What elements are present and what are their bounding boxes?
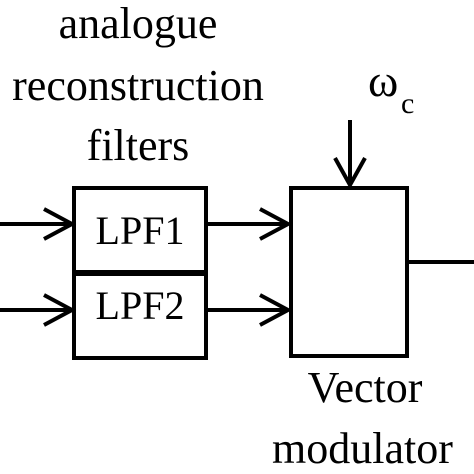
- lpf2-label: LPF2: [96, 283, 185, 328]
- modulator-label-line-2: modulator: [272, 424, 453, 473]
- modulator-label-line-1: Vector: [308, 363, 423, 412]
- input-arrow-1: [0, 207, 77, 241]
- caption-line-3: filters: [87, 121, 190, 170]
- vector-modulator-block: [289, 186, 409, 358]
- carrier-omega: ω: [368, 55, 398, 106]
- input-arrow-2: [0, 293, 77, 327]
- caption-line-2: reconstruction: [12, 61, 264, 110]
- lpf2-block: [72, 272, 208, 360]
- carrier-subscript: c: [401, 87, 414, 120]
- caption-line-1: analogue: [59, 0, 218, 48]
- lpf1-label: LPF1: [96, 208, 185, 253]
- lpf1-output-arrow: [206, 207, 293, 241]
- lpf2-output-arrow: [206, 293, 293, 327]
- carrier-arrow: [333, 120, 367, 190]
- carrier-symbol: ω: [368, 55, 398, 106]
